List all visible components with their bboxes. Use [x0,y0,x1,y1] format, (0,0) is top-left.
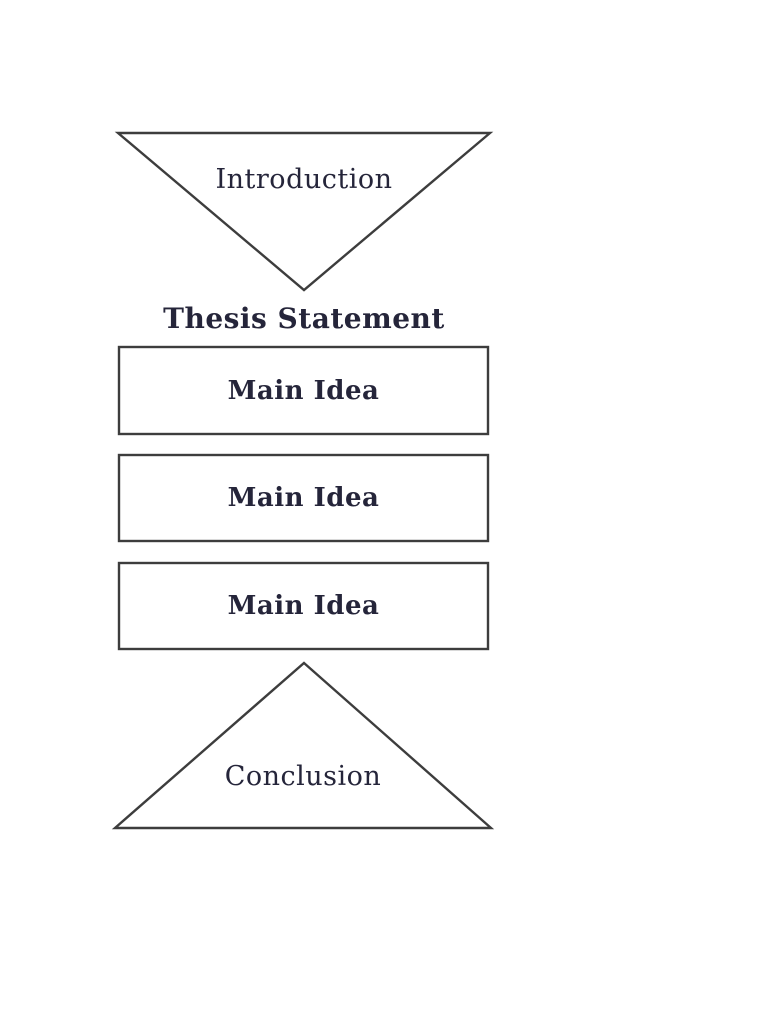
thesis-statement-label: Thesis Statement [163,301,445,335]
main-idea-box-1 [117,345,490,436]
main-idea-box-3 [117,561,490,651]
main-idea-1-label: Main Idea [227,375,380,406]
main-idea-3-label: Main Idea [227,591,380,621]
conclusion-triangle [111,661,495,830]
main-idea-2-label: Main Idea [227,483,380,513]
introduction-label: Introduction [215,163,393,195]
conclusion-label: Conclusion [224,760,382,792]
introduction-inverted-triangle [114,131,494,292]
main-idea-box-2 [117,453,490,543]
